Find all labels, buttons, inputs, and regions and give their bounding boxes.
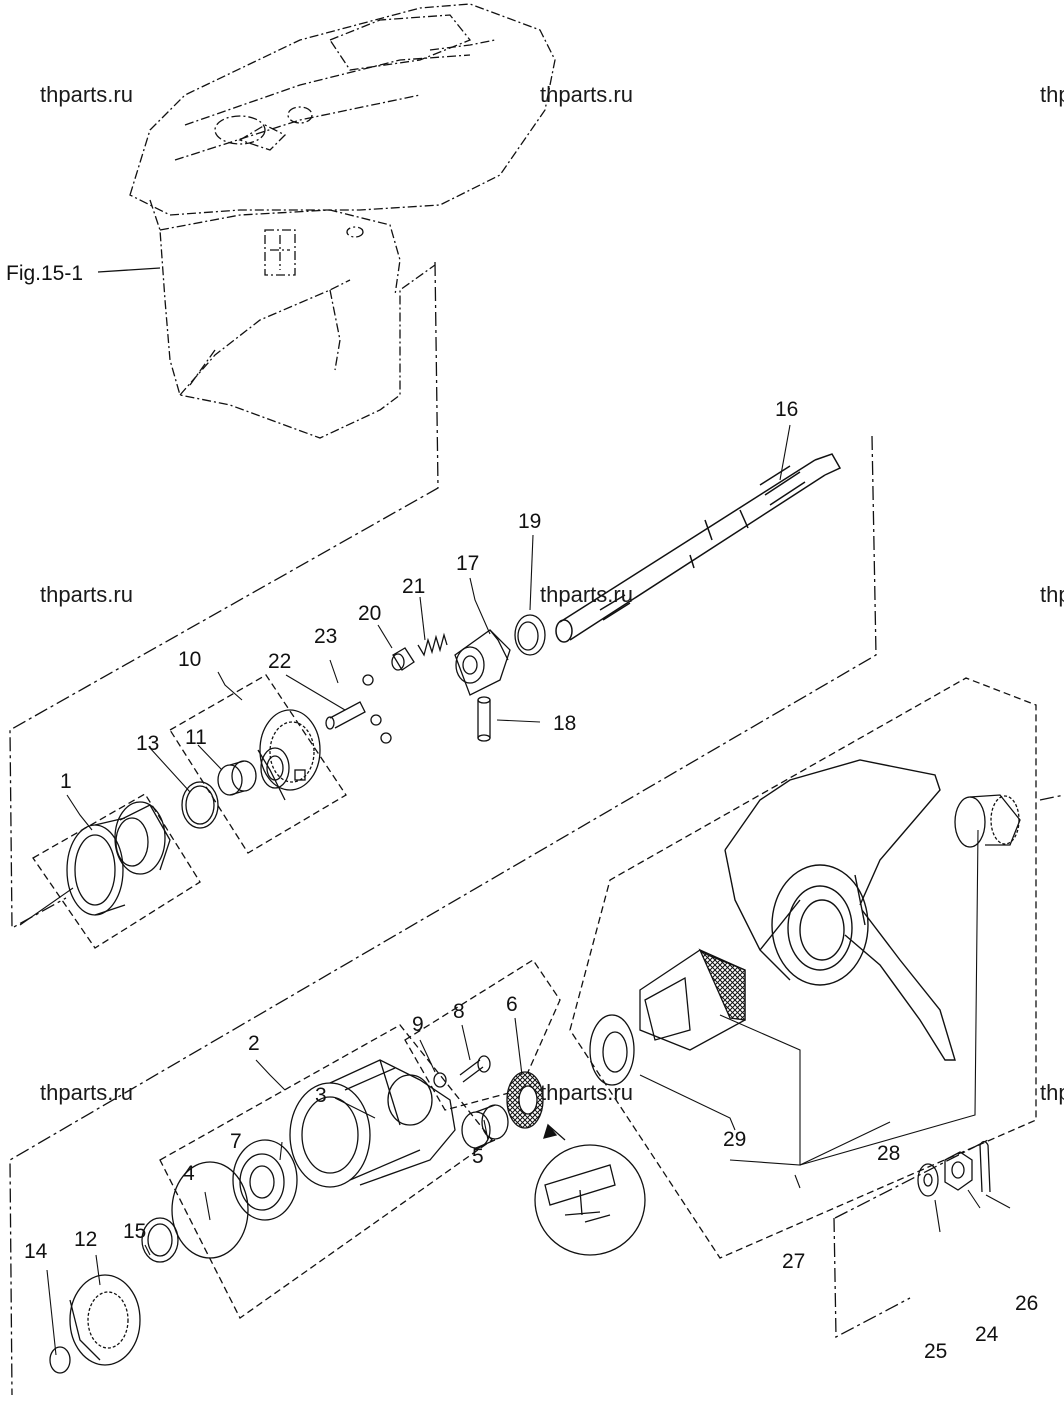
leader-lines xyxy=(19,424,1011,1356)
callout-1: 1 xyxy=(60,770,72,793)
bolt-and-washer xyxy=(433,1055,491,1088)
watermark: thp xyxy=(1040,1080,1064,1105)
callout-27: 27 xyxy=(782,1250,806,1273)
watermark: thparts.ru xyxy=(540,1080,633,1105)
callout-17: 17 xyxy=(456,552,480,575)
circlip xyxy=(49,1346,71,1374)
box-item-27 xyxy=(569,677,1037,1259)
callout-22: 22 xyxy=(268,650,292,673)
shift-spring xyxy=(417,632,448,657)
ball-bearing xyxy=(232,1139,298,1221)
o-ring xyxy=(171,1161,249,1259)
watermark: thparts.ru xyxy=(40,582,133,607)
watermark: thparts.ru xyxy=(540,582,633,607)
box-item-8-9 xyxy=(404,959,561,1111)
plunger xyxy=(391,647,415,671)
callout-12: 12 xyxy=(74,1228,98,1251)
thrust-bushing xyxy=(639,948,746,1051)
callout-8: 8 xyxy=(453,1000,465,1023)
propeller xyxy=(724,759,956,1061)
callout-21: 21 xyxy=(402,575,426,598)
callout-24: 24 xyxy=(975,1323,999,1346)
shim-13 xyxy=(181,781,219,829)
callout-2: 2 xyxy=(248,1032,260,1055)
shift-slider xyxy=(325,701,366,730)
needle-bearing-5 xyxy=(461,1104,509,1149)
callout-26: 26 xyxy=(1015,1292,1039,1315)
watermark: thp xyxy=(1040,582,1064,607)
callout-13: 13 xyxy=(136,732,160,755)
watermark: thparts.ru xyxy=(540,82,633,107)
callout-29: 29 xyxy=(723,1128,747,1151)
callout-9: 9 xyxy=(412,1013,424,1036)
callout-11: 11 xyxy=(185,726,207,749)
bearing-housing xyxy=(289,1059,456,1188)
cross-pin xyxy=(477,696,491,742)
thrust-washer xyxy=(589,1014,635,1086)
callout-25: 25 xyxy=(924,1340,948,1363)
needle-bearing xyxy=(217,760,257,796)
steel-balls xyxy=(362,674,392,744)
callout-23: 23 xyxy=(314,625,338,648)
seal-detail-inset xyxy=(534,1123,646,1256)
watermark: thp xyxy=(1040,82,1064,107)
oil-seal xyxy=(506,1071,544,1129)
callout-14: 14 xyxy=(24,1240,48,1263)
shift-retainer-ring xyxy=(514,614,546,656)
callout-20: 20 xyxy=(358,602,382,625)
box-item-2 xyxy=(159,1024,493,1319)
callout-10: 10 xyxy=(178,648,202,671)
callout-18: 18 xyxy=(553,712,577,735)
watermark: thparts.ru xyxy=(40,1080,133,1105)
box-item-10 xyxy=(169,674,347,854)
callout-5: 5 xyxy=(472,1145,484,1168)
reverse-gear xyxy=(69,1274,141,1366)
callout-4: 4 xyxy=(183,1162,195,1185)
callout-19: 19 xyxy=(518,510,542,533)
forward-gear xyxy=(257,709,321,801)
callout-6: 6 xyxy=(506,993,518,1016)
watermark: thparts.ru xyxy=(40,82,133,107)
taper-roller-bearing xyxy=(66,801,171,916)
propeller-shaft xyxy=(555,453,842,643)
callout-16: 16 xyxy=(775,398,799,421)
shim-15 xyxy=(141,1217,179,1263)
prop-nut-washer-pin xyxy=(917,1140,991,1197)
upper-assembly-frame xyxy=(9,261,1064,1396)
lower-casing-outline xyxy=(129,3,556,439)
callout-15: 15 xyxy=(123,1220,147,1243)
dog-clutch xyxy=(454,629,511,696)
box-item-1 xyxy=(32,793,201,949)
callout-28: 28 xyxy=(877,1142,901,1165)
spline-washer xyxy=(954,794,1021,848)
callout-3: 3 xyxy=(315,1084,327,1107)
callout-7: 7 xyxy=(230,1130,242,1153)
figure-reference: Fig.15-1 xyxy=(6,262,84,285)
